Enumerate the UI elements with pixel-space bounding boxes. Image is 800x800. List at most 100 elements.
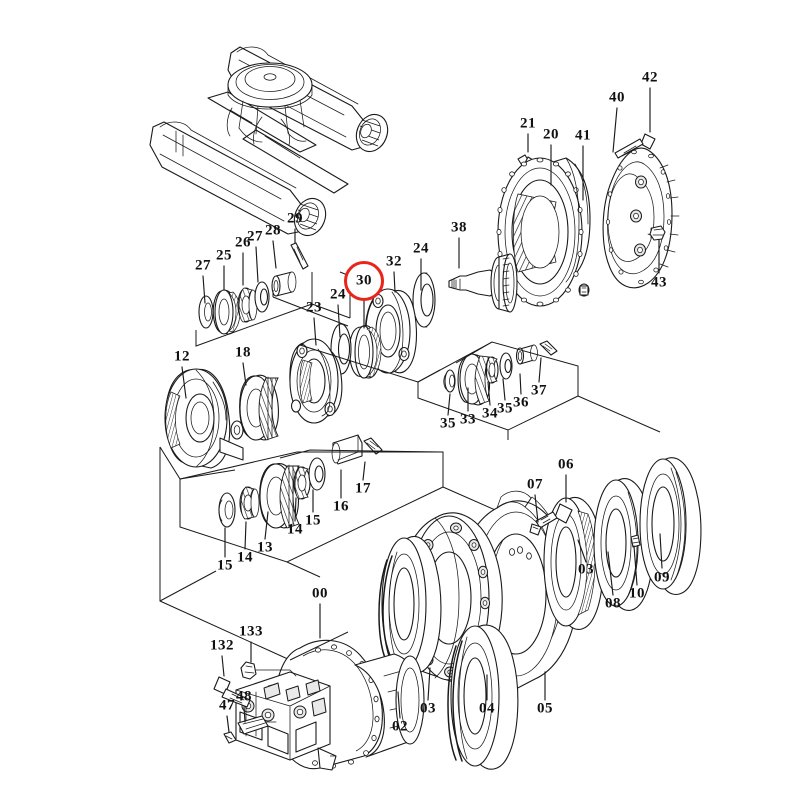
callout-15[interactable]: 15 xyxy=(305,512,321,529)
callout-29[interactable]: 29 xyxy=(287,210,303,227)
callout-17[interactable]: 17 xyxy=(355,480,371,497)
gear-33 xyxy=(457,353,491,406)
roller-bearing-26 xyxy=(237,287,258,323)
roller-bearing-14-a xyxy=(239,486,260,520)
callout-12[interactable]: 12 xyxy=(174,348,190,365)
leader-line xyxy=(313,317,317,346)
callout-28[interactable]: 28 xyxy=(265,222,281,239)
callout-40[interactable]: 40 xyxy=(609,89,625,106)
washer-15-a xyxy=(218,492,236,528)
callout-03[interactable]: 03 xyxy=(578,561,594,578)
callout-14[interactable]: 14 xyxy=(237,549,253,566)
leader-line xyxy=(181,366,187,399)
callout-25[interactable]: 25 xyxy=(216,247,232,264)
leader-line xyxy=(502,378,506,401)
washer-24-right xyxy=(412,272,436,328)
callout-32[interactable]: 32 xyxy=(386,253,402,270)
washer-35-a xyxy=(499,352,513,380)
leader-line xyxy=(242,362,247,386)
plate-48 xyxy=(237,715,269,735)
leader-line xyxy=(272,240,277,269)
leader-line xyxy=(294,497,297,522)
callout-02[interactable]: 02 xyxy=(392,718,408,735)
callout-14[interactable]: 14 xyxy=(287,521,303,538)
callout-33[interactable]: 33 xyxy=(460,411,476,428)
callout-27[interactable]: 27 xyxy=(247,228,263,245)
spacer-36 xyxy=(515,344,538,365)
small-parts-row-33-37 xyxy=(299,340,661,440)
callout-09[interactable]: 09 xyxy=(654,569,670,586)
callout-06[interactable]: 06 xyxy=(558,456,574,473)
leader-line xyxy=(633,545,638,586)
callout-30[interactable]: 30 xyxy=(356,272,372,289)
callout-36[interactable]: 36 xyxy=(513,394,529,411)
callout-08[interactable]: 08 xyxy=(605,595,621,612)
callout-37[interactable]: 37 xyxy=(531,382,547,399)
leader-line xyxy=(202,275,206,304)
carrier-hub-group xyxy=(289,288,417,424)
callout-27[interactable]: 27 xyxy=(195,257,211,274)
bolt-132 xyxy=(213,676,251,708)
highlight-ring-30 xyxy=(344,261,384,301)
callout-43[interactable]: 43 xyxy=(651,274,667,291)
callout-23[interactable]: 23 xyxy=(306,299,322,316)
leader-line xyxy=(577,539,587,563)
washer-35-b xyxy=(443,369,456,393)
callout-41[interactable]: 41 xyxy=(575,127,591,144)
callout-48[interactable]: 48 xyxy=(236,688,252,705)
callout-00[interactable]: 00 xyxy=(312,585,328,602)
callout-34[interactable]: 34 xyxy=(482,405,498,422)
callout-42[interactable]: 42 xyxy=(642,69,658,86)
callout-05[interactable]: 05 xyxy=(537,700,553,717)
callout-13[interactable]: 13 xyxy=(257,539,273,556)
leader-line xyxy=(607,551,614,596)
seal-ring-08 xyxy=(593,478,654,611)
leader-line xyxy=(397,691,401,719)
travel-motor-group xyxy=(213,624,519,771)
leader-line xyxy=(255,246,259,283)
callout-24[interactable]: 24 xyxy=(330,286,346,303)
callout-15[interactable]: 15 xyxy=(217,557,233,574)
callout-24[interactable]: 24 xyxy=(413,240,429,257)
leader-line xyxy=(264,511,269,540)
leader-line xyxy=(362,461,366,481)
callout-47[interactable]: 47 xyxy=(219,697,235,714)
pin-29 xyxy=(290,242,309,270)
callout-03[interactable]: 03 xyxy=(420,700,436,717)
cover-40 xyxy=(602,147,680,289)
callout-132[interactable]: 132 xyxy=(210,637,234,654)
callout-18[interactable]: 18 xyxy=(235,344,251,361)
callout-133[interactable]: 133 xyxy=(239,623,263,640)
spacer-28 xyxy=(271,271,297,297)
roller-bearing-34 xyxy=(485,356,499,384)
callout-07[interactable]: 07 xyxy=(527,476,543,493)
callout-35[interactable]: 35 xyxy=(440,415,456,432)
callout-20[interactable]: 20 xyxy=(543,126,559,143)
callout-04[interactable]: 04 xyxy=(479,700,495,717)
callout-38[interactable]: 38 xyxy=(451,219,467,236)
hub-23 xyxy=(289,338,343,424)
leader-line xyxy=(221,655,225,677)
shaft-38-group xyxy=(412,253,518,328)
drum-12-group xyxy=(164,368,279,469)
roller-bearing-14-b xyxy=(293,466,311,500)
gear-18 xyxy=(239,374,279,441)
pin-16 xyxy=(331,434,363,465)
callout-16[interactable]: 16 xyxy=(333,498,349,515)
ring-gear-assembly-group xyxy=(496,133,680,307)
callout-21[interactable]: 21 xyxy=(520,115,536,132)
bearing-30 xyxy=(348,325,382,379)
nut-43 xyxy=(649,225,666,241)
callout-35[interactable]: 35 xyxy=(497,400,513,417)
callout-10[interactable]: 10 xyxy=(629,585,645,602)
leader-line xyxy=(519,373,522,395)
pin-37 xyxy=(539,340,558,356)
bolt-42 xyxy=(614,133,656,159)
leader-line xyxy=(612,107,618,153)
floating-seal-03-a xyxy=(378,535,442,674)
leader-line xyxy=(244,521,247,550)
callout-26[interactable]: 26 xyxy=(235,234,251,251)
washer-27-b xyxy=(254,281,270,313)
